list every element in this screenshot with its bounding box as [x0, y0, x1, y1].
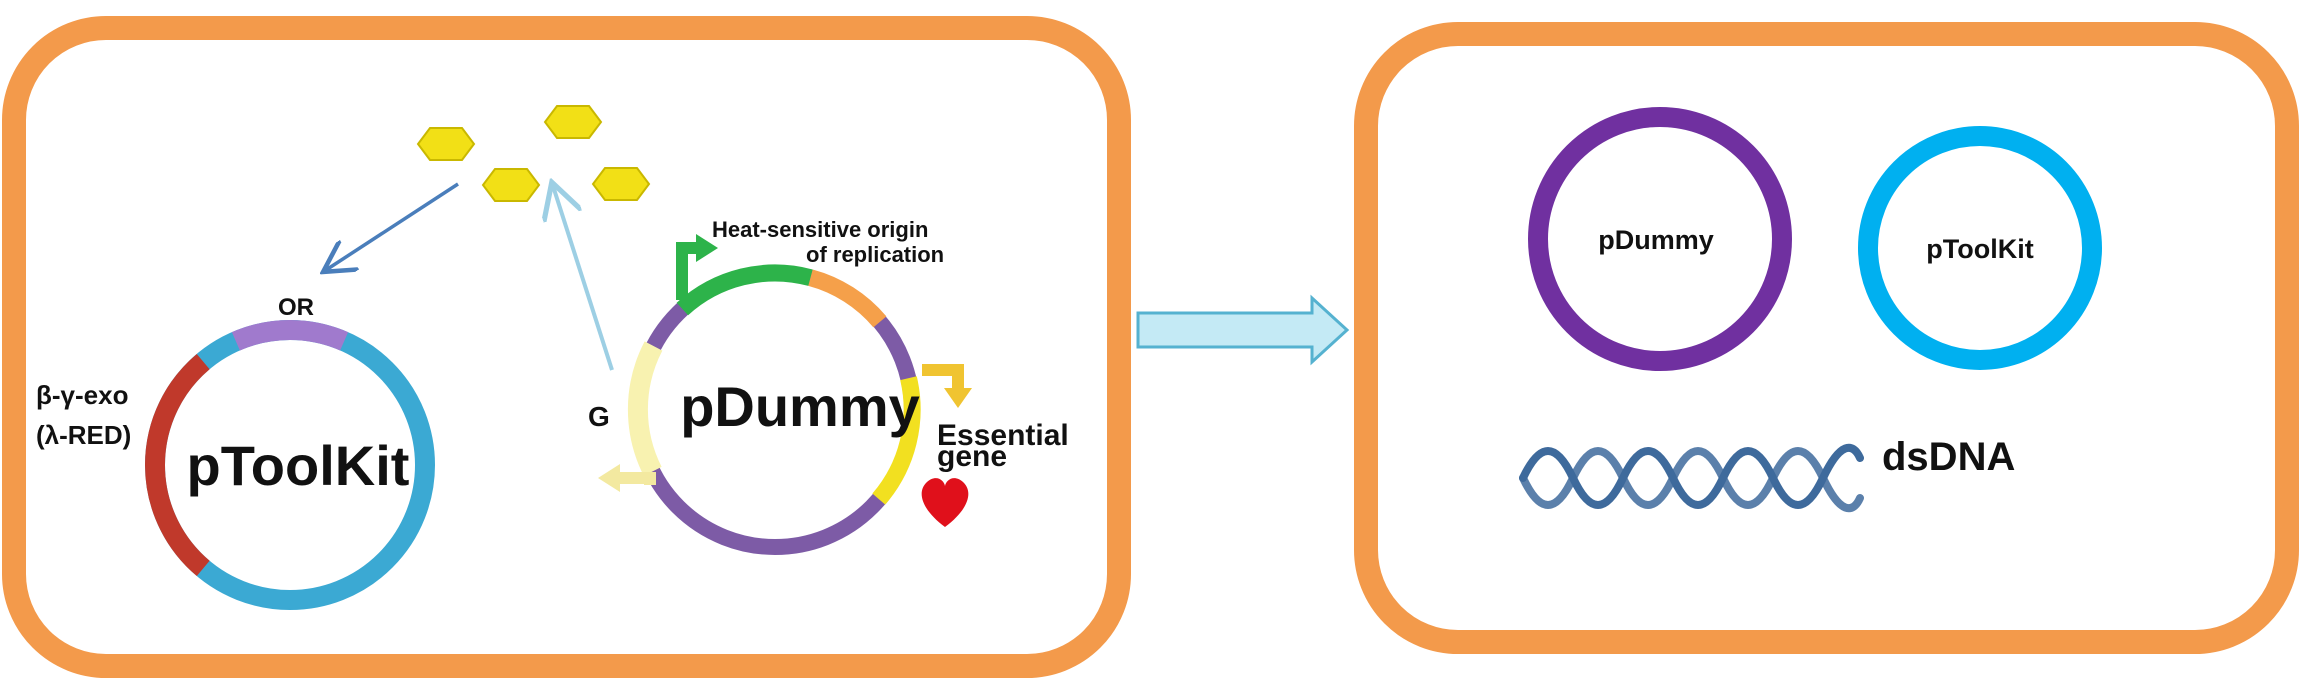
- left-panel: pToolKit OR β-γ-exo (λ-RED) pDummy Heat-…: [2, 16, 1131, 678]
- transition-arrow-shape: [1136, 294, 1350, 366]
- essential-label-line2: gene: [937, 440, 1007, 473]
- dsdna-helix-icon: [1519, 443, 1864, 513]
- g-label: G: [588, 401, 610, 432]
- left-panel-border: [2, 16, 1131, 678]
- pdummy-to-molecules-arrow: [553, 186, 614, 371]
- right-panel: pDummy pToolKit dsDNA: [1354, 22, 2299, 654]
- yellow-hexagon-icon: [481, 168, 541, 202]
- red-label-line1: β-γ-exo: [36, 380, 128, 410]
- final-pdummy-label: pDummy: [1598, 225, 1714, 255]
- origin-green-segment: [676, 264, 813, 316]
- essential-gene-yellow-segment: [872, 376, 921, 505]
- inducer-molecules: [416, 105, 651, 202]
- or-segment: [231, 319, 349, 351]
- final-pdummy-plasmid: [1528, 107, 1792, 371]
- ptoolkit-plasmid: pToolKit OR β-γ-exo (λ-RED): [36, 294, 435, 610]
- red-segment: [145, 353, 210, 577]
- pale-promoter-arrow: [616, 472, 656, 485]
- transition-arrow: [1136, 294, 1350, 366]
- pale-yellow-segment: [627, 341, 663, 476]
- origin-label-line2: of replication: [806, 242, 944, 267]
- dsdna-label: dsDNA: [1882, 435, 2015, 479]
- yellow-promoter-arrowhead: [944, 388, 972, 408]
- final-ptoolkit-plasmid: [1858, 126, 2102, 370]
- yellow-hexagon-icon: [543, 105, 603, 139]
- pdummy-plasmid: pDummy Heat-sensitive origin of replicat…: [588, 217, 1069, 555]
- pale-promoter-arrowhead: [598, 464, 620, 492]
- ptoolkit-name: pToolKit: [187, 434, 410, 497]
- origin-orange-segment: [808, 269, 887, 328]
- yellow-promoter-arrow: [922, 364, 964, 392]
- or-label: OR: [278, 294, 314, 321]
- green-promoter-arrowhead: [696, 234, 718, 262]
- green-promoter-arrow: [676, 242, 698, 300]
- essential-label-line1: Essential: [937, 419, 1069, 452]
- induction-arrow: [326, 182, 459, 270]
- yellow-hexagon-icon: [416, 127, 476, 161]
- yellow-hexagon-icon: [591, 167, 651, 201]
- final-ptoolkit-label: pToolKit: [1926, 234, 2033, 264]
- heart-icon: [921, 478, 969, 527]
- right-panel-border: [1354, 22, 2299, 654]
- red-label-line2: (λ-RED): [36, 420, 131, 450]
- pdummy-name: pDummy: [680, 375, 920, 438]
- origin-label-line1: Heat-sensitive origin: [712, 217, 928, 242]
